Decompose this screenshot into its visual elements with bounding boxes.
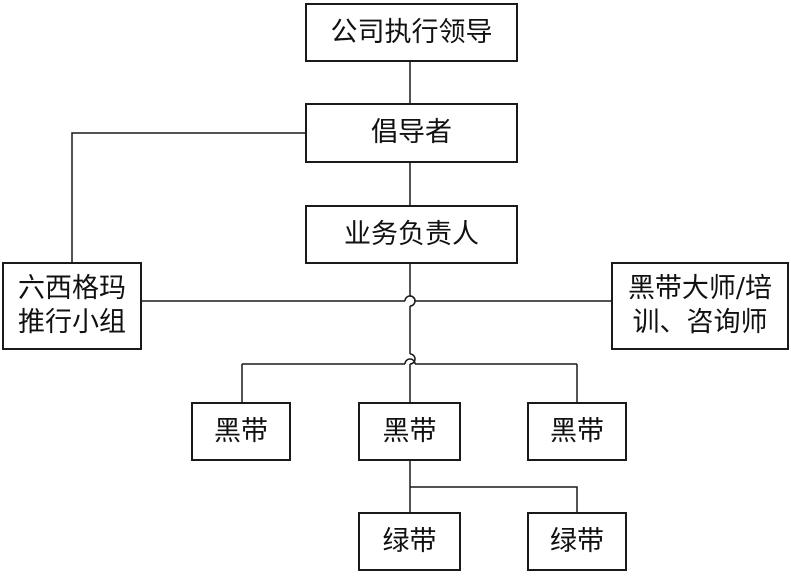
master-black-belt-label-line2: 训、咨询师 [632,307,768,338]
six-sigma-team-label-line1: 六西格玛 [18,273,126,305]
green-belt-label-2: 绿带 [550,525,604,557]
line-team-to-mbb-hop [404,295,416,302]
green-belt-box-2: 绿带 [527,512,627,571]
process-owner-box: 业务负责人 [305,205,518,264]
black-belt-box-3: 黑带 [527,402,627,461]
black-belt-label-3: 黑带 [550,415,604,447]
champion-label: 倡导者 [371,117,452,149]
process-owner-label: 业务负责人 [344,218,479,250]
six-sigma-team-box: 六西格玛 推行小组 [2,262,142,350]
line-champion-to-team [71,132,305,262]
black-belt-label-1: 黑带 [214,415,268,447]
line-bb-bus-hop [404,358,416,365]
master-black-belt-box: 黑带大师/培 训、咨询师 [611,262,789,350]
green-belt-box-1: 绿带 [358,512,461,571]
black-belt-box-1: 黑带 [191,402,291,461]
six-sigma-team-label-line2: 推行小组 [18,307,126,338]
line-crossover-hop-2 [409,353,416,365]
executive-leadership-label: 公司执行领导 [330,16,493,48]
green-belt-label-1: 绿带 [382,525,437,557]
master-black-belt-label-line1: 黑带大师/培 [627,273,773,305]
line-bb2-to-gb2 [410,486,578,512]
black-belt-box-2: 黑带 [358,402,461,461]
champion-box: 倡导者 [305,103,518,163]
black-belt-label-2: 黑带 [382,415,437,447]
executive-leadership-box: 公司执行领导 [305,3,518,62]
